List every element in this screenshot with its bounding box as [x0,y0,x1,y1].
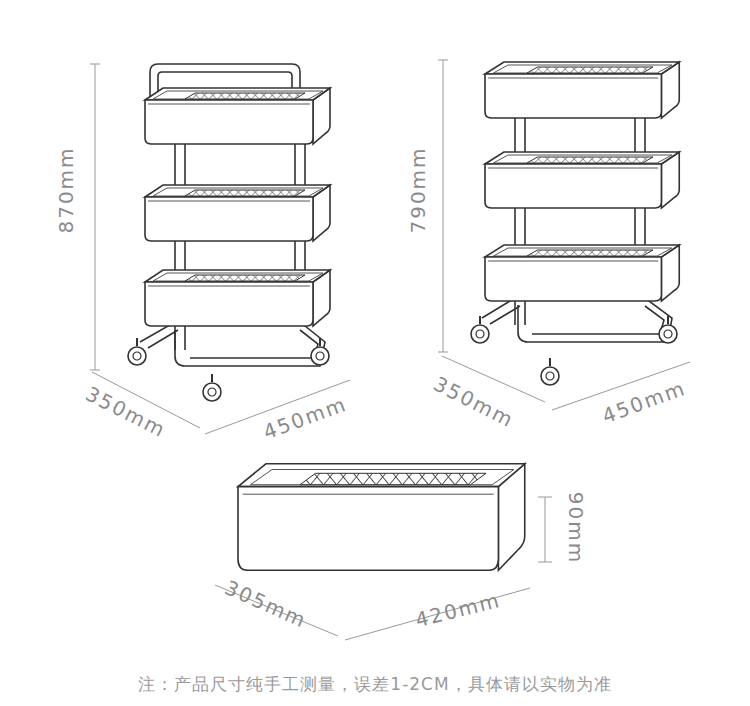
dimension-label: 305mm [222,577,310,631]
note-text: 注：产品尺寸纯手工测量，误差1-2CM，具体请以实物为准 [138,676,611,693]
dimension-label: 350mm [431,373,518,430]
dimension-label: 420mm [413,590,502,630]
dimension-label: 450mm [600,378,689,427]
dimension-label: 90mm [566,492,586,564]
dimension-label: 450mm [261,394,350,443]
dimension-label: 350mm [83,383,170,440]
dimension-label: 790mm [408,146,428,233]
dimension-label: 870mm [56,146,76,233]
